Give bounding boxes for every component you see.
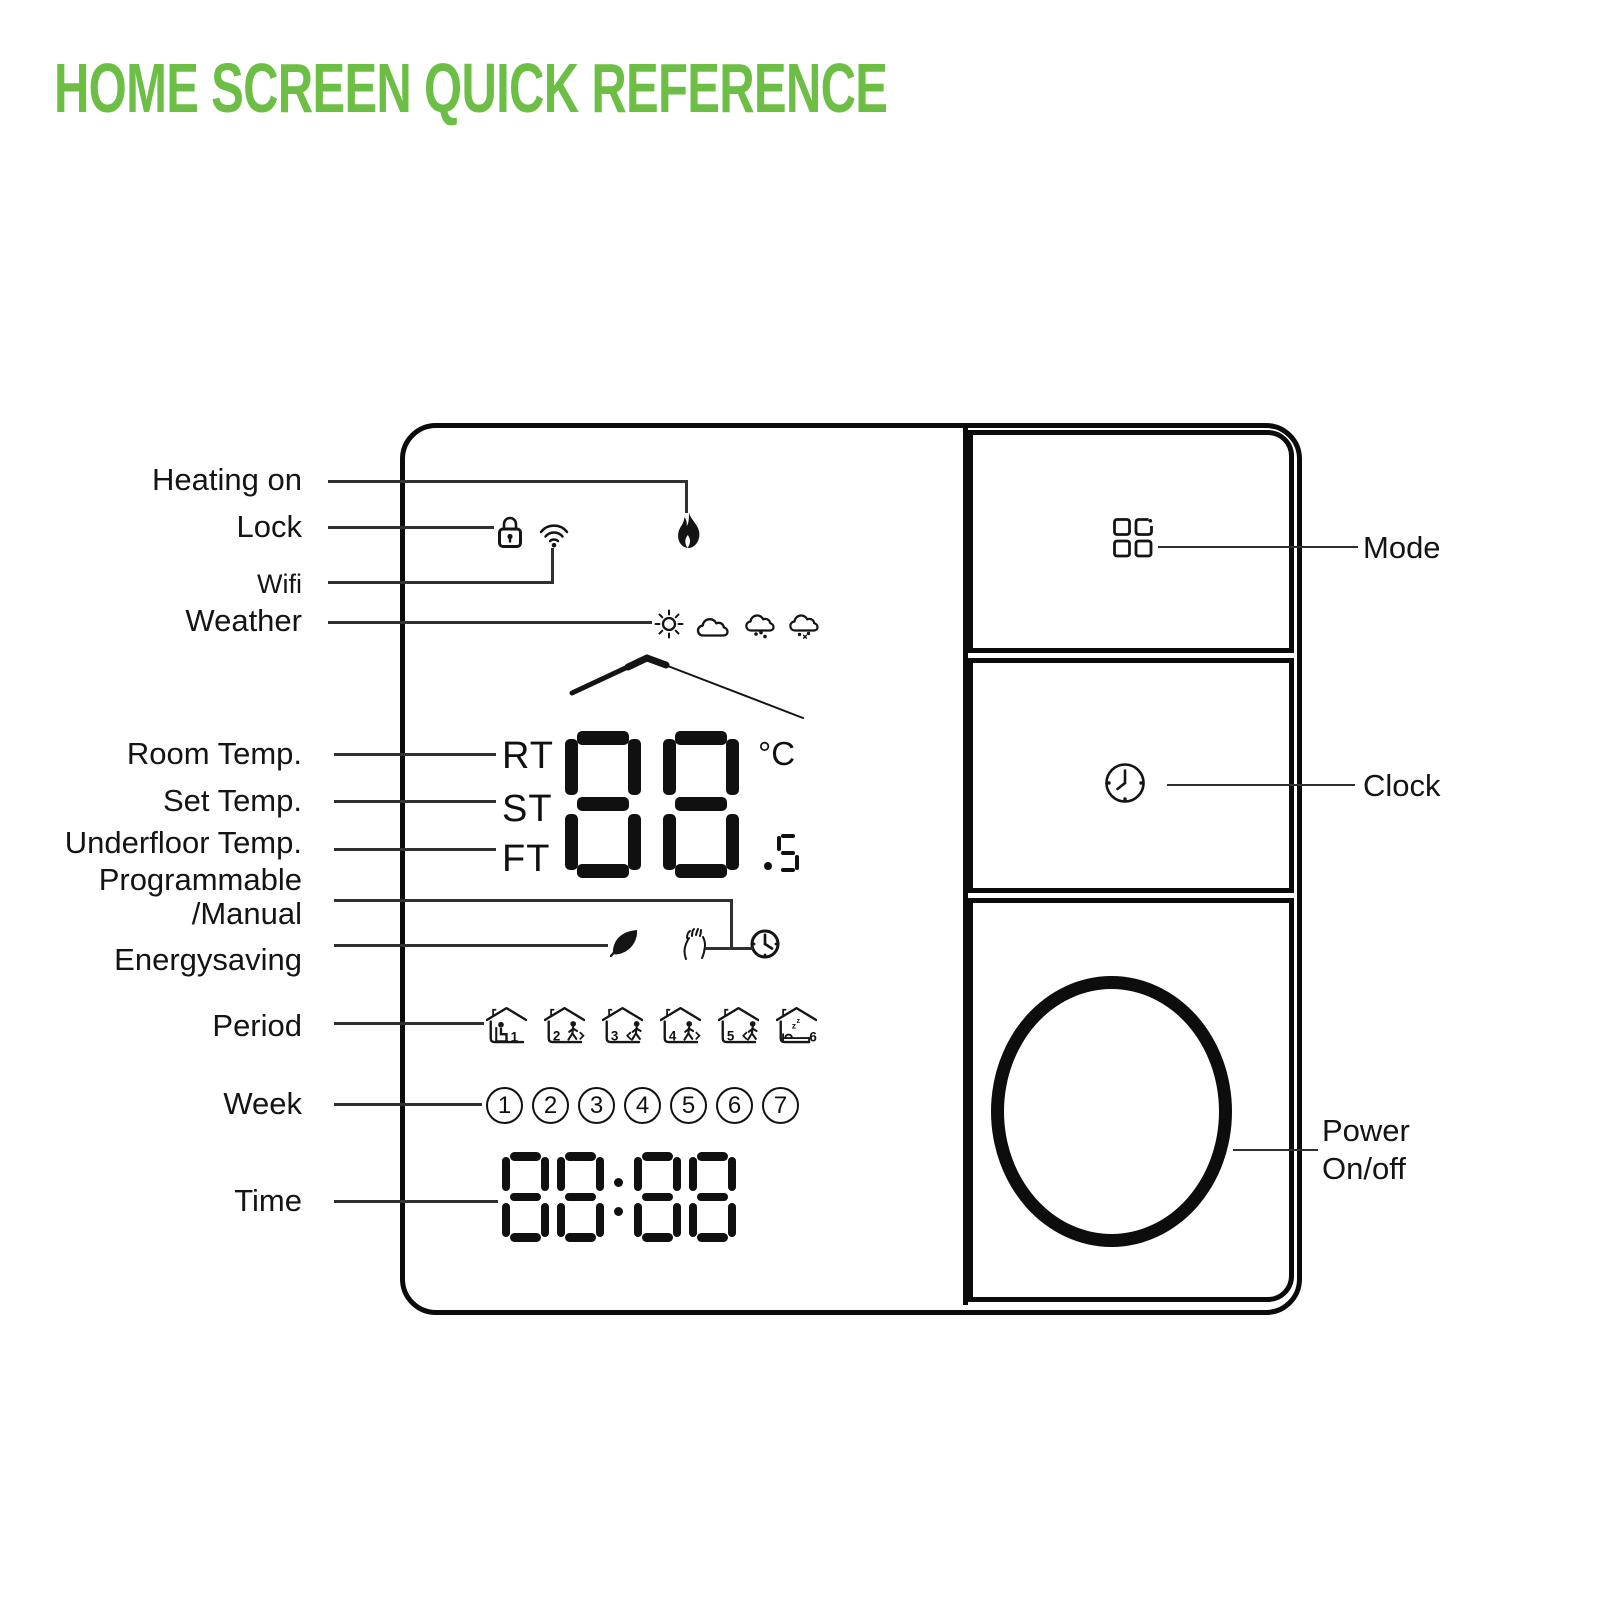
program-clock-icon [750,929,780,959]
label-period: Period [212,1008,302,1043]
label-clock: Clock [1363,768,1441,803]
cloud-icon [696,618,729,637]
week-day: 1 [486,1087,523,1124]
celsius-unit: °C [758,735,796,772]
leader-heating-on-drop [685,480,688,513]
leader-heating-on [328,480,688,483]
sun-icon [654,609,684,639]
label-week: Week [223,1086,302,1121]
label-mode: Mode [1363,530,1441,565]
label-power: Power [1322,1113,1410,1148]
lock-icon [498,516,522,548]
leader-time [334,1200,498,1203]
label-programmable: Programmable [98,862,302,897]
label-weather: Weather [185,603,302,638]
label-lock: Lock [236,509,302,544]
page-title: HOME SCREEN QUICK REFERENCE [54,49,888,127]
label-manual: /Manual [191,896,302,931]
leaf-icon [610,930,638,957]
leader-lock [328,526,494,529]
week-day: 2 [532,1087,569,1124]
room-temp-label: RT [502,735,554,777]
svg-text:3: 3 [611,1028,618,1043]
leader-underfloor-temp [334,848,496,851]
label-power-onoff: Power On/off [1322,1112,1410,1188]
power-knob[interactable] [991,976,1232,1247]
leader-clock [1167,784,1355,786]
flame-icon [678,512,700,548]
week-day: 3 [578,1087,615,1124]
period-5-return-icon: 5 [718,1006,759,1043]
label-programmable-manual: Programmable /Manual [0,863,302,931]
rain-cloud-icon [745,614,775,639]
leader-programmable-drop [730,899,733,949]
period-1-home-icon: 1 [486,1006,527,1044]
hand-icon [683,928,706,960]
leader-period [334,1022,484,1025]
label-set-temp: Set Temp. [162,783,302,818]
mode-button[interactable] [968,430,1294,653]
label-heating-on: Heating on [152,462,302,497]
period-icons: 1 2 3 4 [486,1003,817,1048]
leader-wifi-rise [551,548,554,583]
period-6-sleep-icon: z z 6 [776,1006,817,1044]
leader-weather [328,621,652,624]
leader-wifi [328,581,554,584]
leader-mode [1158,546,1358,548]
leader-energysaving [334,944,608,947]
svg-text:2: 2 [553,1028,560,1043]
label-underfloor-temp: Underfloor Temp. [64,825,302,860]
week-day: 6 [716,1087,753,1124]
period-4-leave-icon: 4 [660,1006,701,1043]
floor-temp-label: FT [502,838,551,880]
mode-icon [1113,518,1153,558]
leader-week [334,1103,482,1106]
svg-text:1: 1 [511,1029,519,1044]
leader-programmable-tee [705,947,753,950]
leader-set-temp [334,800,496,803]
week-day-indicators: 1 2 3 4 5 6 7 [486,1087,799,1124]
leader-programmable [334,899,732,902]
leader-room-temp [334,753,496,756]
label-wifi: Wifi [257,569,302,599]
clock-icon [1105,763,1145,803]
svg-text:5: 5 [727,1028,735,1043]
label-time: Time [234,1183,302,1218]
label-energysaving: Energysaving [114,942,302,977]
snow-cloud-icon [789,614,819,640]
svg-text:6: 6 [809,1029,816,1044]
period-3-return-icon: 3 [602,1006,643,1043]
label-room-temp: Room Temp. [126,736,302,771]
house-roof [569,654,804,719]
set-temp-label: ST [502,788,553,830]
clock-button[interactable] [968,658,1294,893]
svg-text:z: z [797,1017,801,1025]
wifi-icon [539,524,569,548]
week-day: 5 [670,1087,707,1124]
svg-text:4: 4 [669,1028,677,1043]
period-2-leave-icon: 2 [544,1006,585,1043]
week-day: 4 [624,1087,661,1124]
leader-power [1233,1149,1318,1151]
svg-text:z: z [792,1021,797,1031]
panel-divider [963,426,968,1305]
label-onoff: On/off [1322,1151,1406,1186]
week-day: 7 [762,1087,799,1124]
